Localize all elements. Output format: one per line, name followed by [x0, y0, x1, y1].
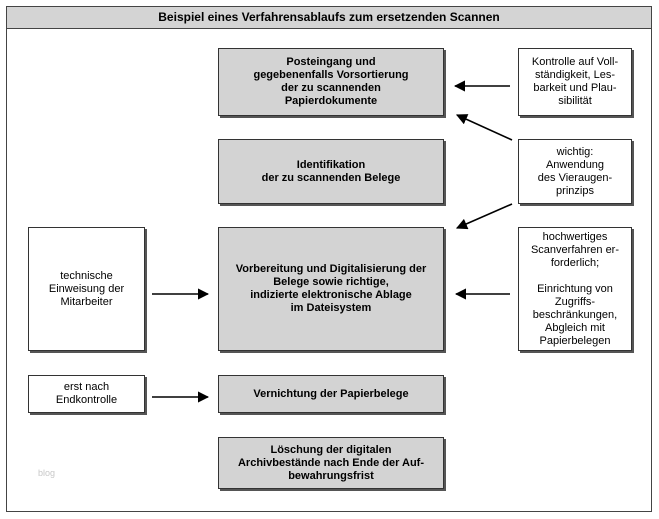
box-kontrolle-text: Kontrolle auf Voll- ständigkeit, Les- ba…	[531, 56, 619, 107]
box-digitalisierung-text: Vorbereitung und Digitalisierung der Bel…	[235, 263, 427, 314]
box-loeschung-text: Löschung der digitalen Archivbestände na…	[237, 443, 425, 482]
box-endkontrolle-text: erst nach Endkontrolle	[55, 381, 118, 406]
box-vernichtung-text: Vernichtung der Papierbelege	[253, 387, 409, 400]
box-vernichtung: Vernichtung der Papierbelege	[218, 375, 444, 413]
box-loeschung: Löschung der digitalen Archivbestände na…	[218, 437, 444, 489]
box-endkontrolle: erst nach Endkontrolle	[28, 375, 145, 413]
arrow-vieraugen-to-posteingang	[455, 114, 513, 141]
box-scanverfahren: hochwertiges Scanverfahren er- forderlic…	[518, 227, 632, 351]
box-vieraugen-text: wichtig: Anwendung des Vieraugen- prinzi…	[537, 145, 613, 197]
box-digitalisierung: Vorbereitung und Digitalisierung der Bel…	[218, 227, 444, 351]
box-identifikation-text: Identifikation der zu scannenden Belege	[261, 158, 401, 184]
box-scanverfahren-text: hochwertiges Scanverfahren er- forderlic…	[530, 230, 620, 347]
box-einweisung-text: technische Einweisung der Mitarbeiter	[48, 269, 125, 308]
watermark: blog	[38, 468, 56, 478]
box-identifikation: Identifikation der zu scannenden Belege	[218, 139, 444, 204]
box-kontrolle: Kontrolle auf Voll- ständigkeit, Les- ba…	[518, 48, 632, 116]
box-posteingang-text: Posteingang und gegebenenfalls Vorsortie…	[253, 56, 409, 107]
diagram-title: Beispiel eines Verfahrensablaufs zum ers…	[6, 6, 652, 29]
box-einweisung: technische Einweisung der Mitarbeiter	[28, 227, 145, 351]
box-posteingang: Posteingang und gegebenenfalls Vorsortie…	[218, 48, 444, 116]
arrow-vieraugen-to-digitalisierung	[455, 203, 513, 230]
box-vieraugen: wichtig: Anwendung des Vieraugen- prinzi…	[518, 139, 632, 204]
